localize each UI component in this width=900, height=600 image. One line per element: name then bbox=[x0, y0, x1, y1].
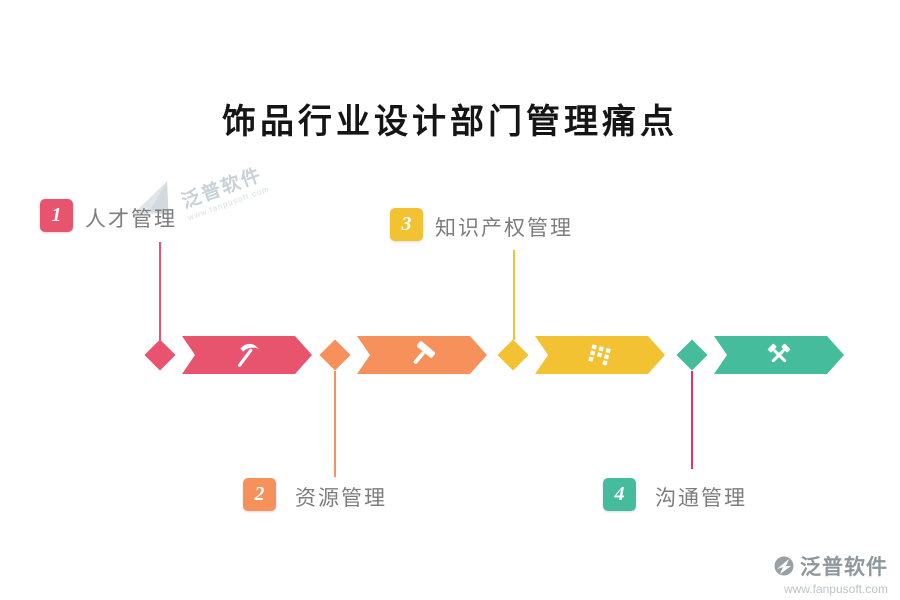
milestone-4-connector-line bbox=[691, 371, 693, 469]
milestone-4-badge: 4 bbox=[603, 478, 636, 511]
milestone-3-connector-line bbox=[513, 250, 515, 340]
timeline-arrow-1 bbox=[182, 336, 312, 374]
timeline-arrow-3 bbox=[535, 336, 665, 374]
milestone-2-label: 资源管理 bbox=[295, 486, 387, 510]
milestone-3-label: 知识产权管理 bbox=[435, 216, 573, 240]
dot-grid-icon bbox=[588, 344, 611, 366]
milestone-4-label: 沟通管理 bbox=[655, 486, 747, 510]
milestone-3-badge: 3 bbox=[390, 208, 423, 241]
timeline-diamond-1 bbox=[144, 339, 176, 371]
pickaxe-icon bbox=[237, 343, 259, 367]
fanpu-logo-icon bbox=[774, 556, 794, 576]
milestone-2-badge: 2 bbox=[243, 478, 276, 511]
timeline-diamond-4 bbox=[676, 339, 708, 371]
timeline-diamond-2 bbox=[319, 339, 351, 371]
timeline-arrow-2 bbox=[357, 336, 487, 374]
footer-url: www.fanpusoft.com bbox=[783, 582, 888, 596]
hammer-icon bbox=[413, 341, 436, 364]
milestone-2-connector-line bbox=[334, 371, 336, 477]
page-title: 饰品行业设计部门管理痛点 bbox=[222, 104, 678, 141]
milestone-1-label: 人才管理 bbox=[85, 207, 177, 231]
crossed-hammers-icon bbox=[767, 343, 791, 363]
watermark-url: www.fanpusoft.com bbox=[186, 184, 271, 223]
timeline-diamond-3 bbox=[497, 339, 529, 371]
footer-brand-text: 泛普软件 bbox=[800, 556, 888, 579]
timeline-arrow-4 bbox=[714, 336, 844, 374]
watermark-brand: 泛普软件 bbox=[178, 164, 266, 213]
milestone-1-connector-line bbox=[159, 242, 161, 340]
footer: 泛普软件 www.fanpusoft.com bbox=[773, 551, 888, 596]
milestone-1-badge: 1 bbox=[40, 199, 73, 232]
